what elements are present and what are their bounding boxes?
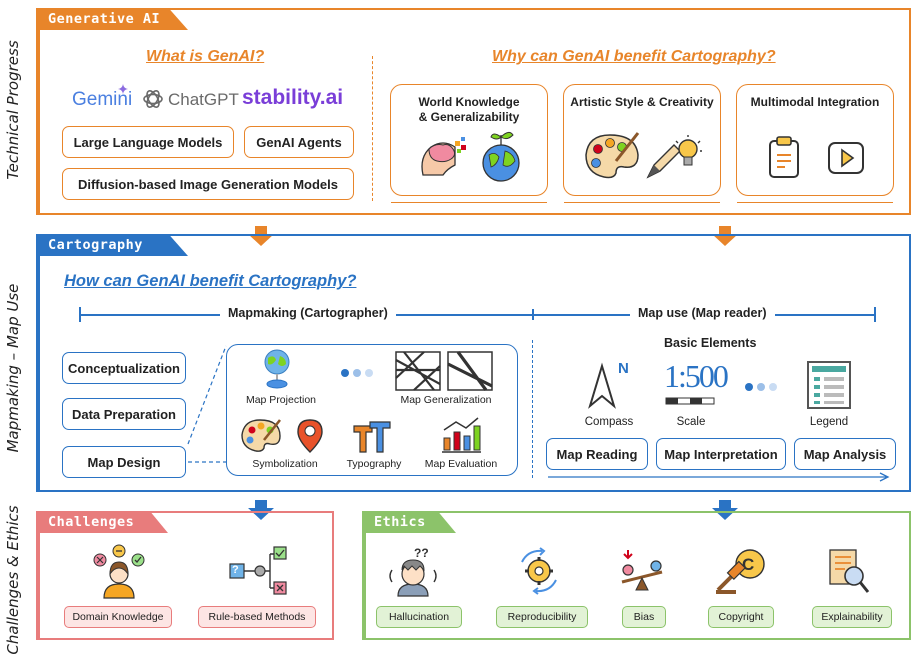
compass-icon — [588, 362, 616, 409]
bias-scale-icon — [621, 550, 663, 591]
cartography-heading: How can GenAI benefit Cartography? — [64, 272, 357, 290]
step-conceptualization-pill: Conceptualization — [62, 352, 186, 384]
task-map-interpretation-pill: Map Interpretation — [656, 438, 786, 470]
generative-ai-panel — [36, 8, 911, 215]
benefit-world-knowledge-line2: & Generalizability — [418, 110, 520, 124]
map-projection-label: Map Projection — [245, 394, 317, 406]
copyright-gavel-icon: C — [716, 549, 765, 594]
benefit-world-knowledge-card: World Knowledge& Generalizability — [390, 84, 548, 203]
gemini-sparkle-icon — [118, 84, 128, 94]
timeline-tick — [532, 309, 534, 320]
challenge-domain-knowledge-pill: Domain Knowledge — [64, 606, 172, 628]
ethics-bias-pill: Bias — [622, 606, 666, 628]
progress-arrow-icon — [548, 472, 890, 482]
mapuse-dashed-divider — [532, 340, 533, 478]
challenges-panel — [36, 511, 334, 640]
challenge-rule-based-pill: Rule-based Methods — [198, 606, 316, 628]
rule-flow-icon — [229, 546, 287, 595]
mapmaking-label: Mapmaking (Cartographer) — [220, 306, 396, 320]
hallucination-icon: ?? — [389, 546, 437, 597]
document-icon — [769, 136, 799, 178]
down-arrow-icon — [248, 226, 274, 246]
map-generalization-icon — [395, 351, 493, 391]
palette-icon — [585, 132, 640, 179]
genai-divider — [372, 56, 373, 201]
pencil-bulb-icon — [646, 135, 702, 179]
timeline-tick — [874, 307, 876, 322]
chatgpt-logo: ChatGPT — [168, 90, 239, 109]
ethics-explainability-pill: Explainability — [812, 606, 892, 628]
mapuse-label: Map use (Map reader) — [630, 306, 775, 320]
brain-icon — [421, 137, 466, 176]
ethics-copyright-pill: Copyright — [708, 606, 774, 628]
ethics-panel — [362, 511, 911, 640]
gemini-logo: Gemini — [72, 89, 133, 110]
down-arrow-icon — [248, 500, 274, 520]
globe-projection-icon — [264, 349, 290, 389]
timeline-line — [80, 314, 876, 316]
benefit-world-knowledge-line1: World Knowledge — [418, 95, 520, 109]
down-arrow-icon — [712, 500, 738, 520]
side-label-mapmaking-map-use: Mapmaking – Map Use — [4, 283, 22, 453]
what-is-genai-heading: What is GenAI? — [146, 48, 265, 65]
why-genai-benefits-heading: Why can GenAI benefit Cartography? — [492, 48, 776, 65]
location-pin-icon — [297, 419, 323, 453]
timeline-tick — [79, 307, 81, 322]
explainability-icon — [829, 549, 870, 593]
question-mark-glyph: ? — [232, 564, 239, 576]
scale-value: 1:500 — [664, 358, 729, 394]
ethics-reproducibility-pill: Reproducibility — [496, 606, 588, 628]
task-map-analysis-pill: Map Analysis — [794, 438, 896, 470]
stability-logo: stability.ai — [242, 86, 344, 109]
scale-bar-icon — [665, 397, 715, 405]
compass-label: Compass — [584, 416, 634, 428]
down-arrow-icon — [712, 226, 738, 246]
basic-elements-title: Basic Elements — [664, 336, 757, 350]
concept-llm-pill: Large Language Models — [62, 126, 234, 158]
benefit-artistic-title: Artistic Style & Creativity — [570, 95, 714, 109]
design-connector — [187, 345, 227, 463]
map-evaluation-icon — [442, 417, 481, 453]
more-dots-icon — [745, 383, 777, 391]
scale-label: Scale — [676, 416, 706, 428]
map-generalization-label: Map Generalization — [400, 394, 492, 406]
reproducibility-icon — [521, 547, 557, 595]
typography-label: Typography — [346, 458, 402, 470]
symbolization-label: Symbolization — [252, 458, 318, 470]
map-evaluation-label: Map Evaluation — [424, 458, 498, 470]
video-play-icon — [828, 142, 864, 174]
concept-diffusion-pill: Diffusion-based Image Generation Models — [62, 168, 354, 200]
benefit-underline — [564, 201, 720, 203]
generative-ai-tag: Generative AI — [38, 8, 188, 30]
concept-agents-pill: GenAI Agents — [244, 126, 354, 158]
benefit-multimodal-card: Multimodal Integration — [736, 84, 894, 203]
step-map-design-pill: Map Design — [62, 446, 186, 478]
ethics-tag: Ethics — [364, 511, 456, 533]
compass-north-letter: N — [618, 360, 629, 377]
legend-icon — [807, 361, 851, 409]
chatgpt-icon — [143, 90, 163, 108]
benefit-underline — [391, 201, 547, 203]
cartography-panel — [36, 234, 911, 492]
more-dots-icon — [341, 369, 373, 377]
side-label-challenges-ethics: Challenges & Ethics — [4, 505, 22, 655]
confused-person-icon — [93, 544, 145, 599]
cartography-tag: Cartography — [38, 234, 188, 256]
symbolization-icon — [241, 419, 282, 452]
step-data-preparation-pill: Data Preparation — [62, 398, 186, 430]
typography-icon — [353, 421, 391, 453]
benefit-multimodal-title: Multimodal Integration — [750, 95, 880, 109]
benefit-underline — [737, 201, 893, 203]
ethics-hallucination-pill: Hallucination — [376, 606, 462, 628]
globe-plant-icon — [482, 131, 520, 182]
benefit-artistic-card: Artistic Style & Creativity — [563, 84, 721, 203]
side-label-technical-progress: Technical Progress — [4, 40, 22, 180]
svg-text:C: C — [742, 555, 754, 574]
task-map-reading-pill: Map Reading — [546, 438, 648, 470]
svg-text:??: ?? — [414, 546, 429, 560]
legend-label: Legend — [809, 416, 849, 428]
challenges-tag: Challenges — [38, 511, 168, 533]
